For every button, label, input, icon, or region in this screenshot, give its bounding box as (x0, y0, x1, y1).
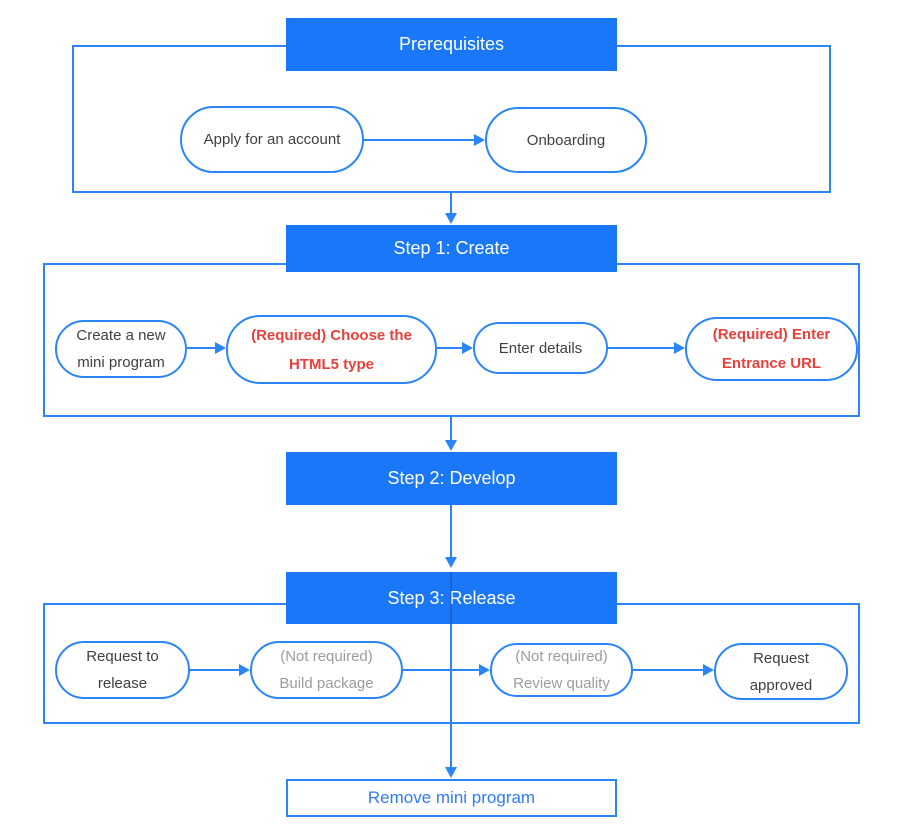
arrow-html5-to-details (437, 347, 462, 349)
node-enter-details: Enter details (473, 322, 608, 374)
node-details-label: Enter details (498, 339, 583, 357)
node-build-line2: Build package (279, 675, 374, 692)
node-create-line1: Create a new (76, 327, 166, 344)
node-create-mini-program: Create a new mini program (55, 320, 187, 378)
arrow-prerequisites-to-step1 (450, 193, 452, 213)
remove-mini-program-box: Remove mini program (286, 779, 617, 817)
node-approved-line2: approved (749, 676, 813, 694)
node-build-line1: (Not required) (280, 648, 373, 665)
prerequisites-title: Prerequisites (398, 34, 505, 54)
arrow-build-to-review (403, 669, 479, 671)
prerequisites-header: Prerequisites (286, 18, 617, 71)
node-request-line2: release (97, 675, 148, 692)
step3-header: Step 3: Release (286, 572, 617, 624)
arrow-details-to-entrance (608, 347, 674, 349)
node-approved-line1: Request (753, 649, 809, 667)
node-build-package: (Not required) Build package (250, 641, 403, 699)
node-entrance-line1: (Required) Enter (712, 326, 831, 343)
node-html5-line1: (Required) Choose the (251, 326, 412, 344)
node-html5-line2: HTML5 type (288, 355, 374, 373)
arrow-step2-to-step3 (450, 505, 452, 557)
arrow-review-to-approved (633, 669, 703, 671)
node-request-approved: Request approved (714, 643, 848, 700)
node-review-quality: (Not required) Review quality (490, 643, 633, 697)
step3-title: Step 3: Release (387, 587, 516, 608)
node-apply-for-account: Apply for an account (180, 106, 364, 173)
node-onboarding: Onboarding (485, 107, 647, 173)
node-review-line2: Review quality (513, 675, 610, 692)
step2-title: Step 2: Develop (387, 468, 516, 488)
step1-header: Step 1: Create (286, 225, 617, 272)
node-apply-label: Apply for an account (203, 131, 341, 148)
arrow-apply-to-onboarding (364, 139, 474, 141)
arrow-step3-to-remove (450, 624, 452, 767)
node-onboarding-label: Onboarding (526, 131, 606, 149)
node-enter-entrance-url: (Required) Enter Entrance URL (685, 317, 858, 381)
arrow-create-to-html5 (187, 347, 215, 349)
node-entrance-line2: Entrance URL (721, 355, 822, 372)
node-choose-html5-type: (Required) Choose the HTML5 type (226, 315, 437, 384)
remove-mini-program-label: Remove mini program (367, 788, 536, 807)
node-request-to-release: Request to release (55, 641, 190, 699)
step2-header: Step 2: Develop (286, 452, 617, 505)
step1-title: Step 1: Create (393, 238, 510, 258)
arrow-step1-to-step2 (450, 417, 452, 440)
line-through-step3-header (450, 572, 452, 624)
node-request-line1: Request to (86, 648, 159, 665)
arrow-request-to-build (190, 669, 239, 671)
node-review-line1: (Not required) (515, 648, 608, 665)
node-create-line2: mini program (77, 354, 165, 371)
